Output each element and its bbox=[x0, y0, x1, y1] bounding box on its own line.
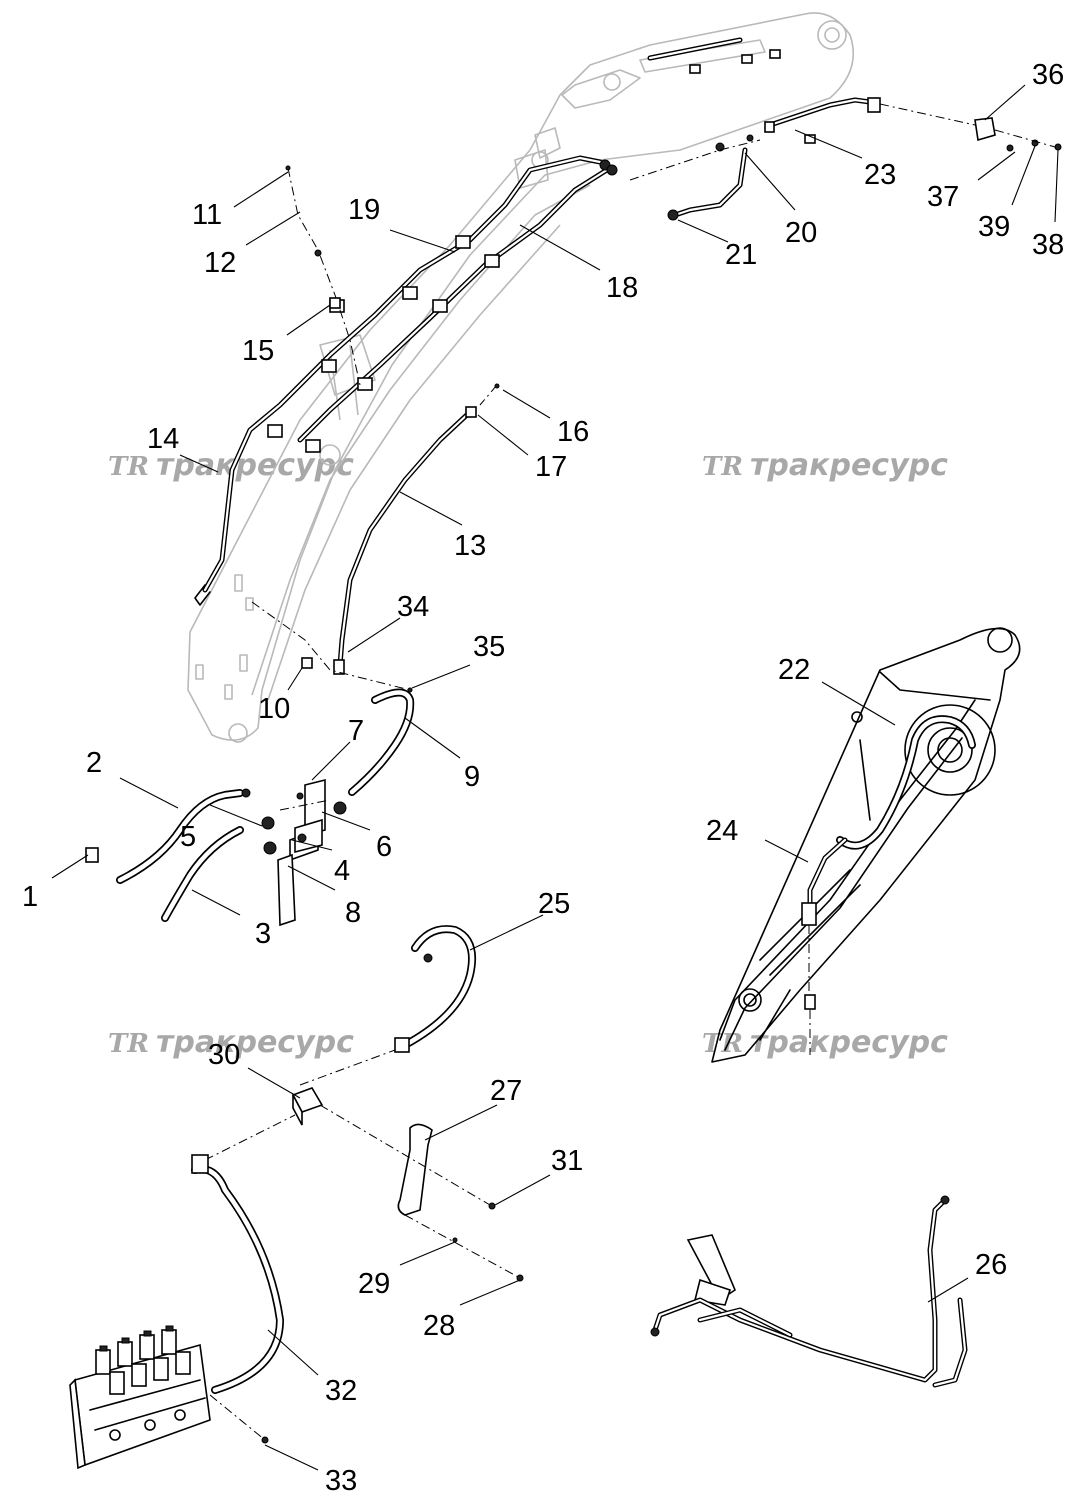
callout-18: 18 bbox=[606, 272, 638, 304]
fastener-chain-10-35 bbox=[251, 383, 500, 693]
watermark-text: тракресурс bbox=[750, 448, 948, 483]
callout-3: 3 bbox=[255, 918, 271, 950]
tube-13 bbox=[301, 406, 477, 675]
pedal-hose-26 bbox=[650, 1195, 968, 1388]
watermark-logo: TR bbox=[108, 1029, 149, 1059]
valve-block-assembly bbox=[261, 778, 347, 927]
callout-16: 16 bbox=[557, 416, 589, 448]
watermark-middle-right: TR тракресурс bbox=[702, 1025, 948, 1060]
callout-39: 39 bbox=[978, 211, 1010, 243]
hose-25 bbox=[394, 925, 477, 1053]
callout-5: 5 bbox=[180, 821, 196, 853]
watermark-text: тракресурс bbox=[750, 1025, 948, 1060]
callout-14: 14 bbox=[147, 423, 179, 455]
hoses-2-3 bbox=[85, 788, 251, 922]
callout-33: 33 bbox=[325, 1465, 357, 1497]
callout-35: 35 bbox=[473, 631, 505, 663]
callout-15: 15 bbox=[242, 335, 274, 367]
watermark-logo: TR bbox=[702, 452, 743, 482]
callout-20: 20 bbox=[785, 217, 817, 249]
callout-19: 19 bbox=[348, 194, 380, 226]
watermark-top-right: TR тракресурс bbox=[702, 448, 948, 483]
callout-30: 30 bbox=[208, 1039, 240, 1071]
callout-28: 28 bbox=[423, 1310, 455, 1342]
watermark-text: тракресурс bbox=[156, 1025, 354, 1060]
fastener-chain-11-12 bbox=[285, 165, 361, 386]
callout-37: 37 bbox=[927, 181, 959, 213]
callout-8: 8 bbox=[345, 897, 361, 929]
callout-21: 21 bbox=[725, 239, 757, 271]
callout-10: 10 bbox=[258, 693, 290, 725]
callout-31: 31 bbox=[551, 1145, 583, 1177]
hoses-22-24 bbox=[801, 715, 976, 1055]
callout-9: 9 bbox=[464, 761, 480, 793]
callout-numbers: 1 2 3 4 5 6 7 8 9 10 11 12 13 14 15 16 1… bbox=[22, 59, 1064, 1497]
callout-22: 22 bbox=[778, 654, 810, 686]
arm-outline bbox=[711, 627, 1021, 1063]
callout-17: 17 bbox=[535, 451, 567, 483]
block-30-bracket-27 bbox=[204, 1049, 524, 1282]
boom-tubes bbox=[194, 37, 781, 606]
hose-32 bbox=[191, 1154, 285, 1394]
control-valve bbox=[69, 1325, 269, 1470]
callout-36: 36 bbox=[1032, 59, 1064, 91]
callout-38: 38 bbox=[1032, 229, 1064, 261]
watermark-text: тракресурс bbox=[156, 448, 354, 483]
watermark-logo: TR bbox=[108, 452, 149, 482]
callout-27: 27 bbox=[490, 1075, 522, 1107]
callout-34: 34 bbox=[397, 591, 429, 623]
callout-29: 29 bbox=[358, 1268, 390, 1300]
callout-24: 24 bbox=[706, 815, 738, 847]
upper-right-tubes bbox=[629, 97, 1062, 221]
callout-11: 11 bbox=[192, 199, 222, 231]
callout-26: 26 bbox=[975, 1249, 1007, 1281]
callout-7: 7 bbox=[348, 715, 364, 747]
watermark-middle-left: TR тракресурс bbox=[108, 1025, 354, 1060]
callout-4: 4 bbox=[334, 855, 350, 887]
callout-23: 23 bbox=[864, 159, 896, 191]
callout-2: 2 bbox=[86, 747, 102, 779]
watermark-top-left: TR тракресурс bbox=[108, 448, 354, 483]
callout-25: 25 bbox=[538, 888, 570, 920]
callout-12: 12 bbox=[204, 247, 236, 279]
callout-13: 13 bbox=[454, 530, 486, 562]
hose-9 bbox=[348, 688, 415, 796]
callout-6: 6 bbox=[376, 831, 392, 863]
callout-leaders bbox=[51, 84, 1059, 1471]
boom-outline bbox=[187, 12, 854, 743]
callout-1: 1 bbox=[22, 881, 38, 913]
callout-32: 32 bbox=[325, 1375, 357, 1407]
